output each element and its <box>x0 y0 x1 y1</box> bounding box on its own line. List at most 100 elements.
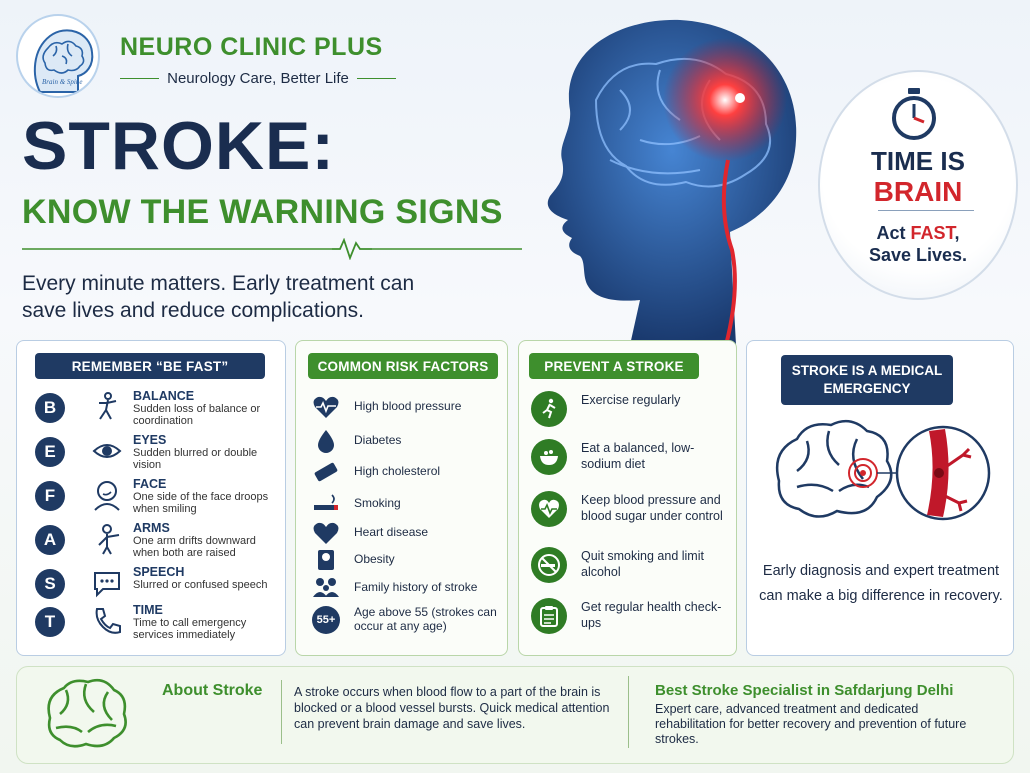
risk-text: Heart disease <box>354 525 429 539</box>
letter-badge: E <box>35 437 65 467</box>
letter-badge: S <box>35 569 65 599</box>
prevent-item: Exercise regularly <box>519 391 739 441</box>
clipboard-icon <box>531 598 567 634</box>
prevent-text: Quit smoking and limit alcohol <box>581 549 704 579</box>
act-fast-text: Act FAST, Save Lives. <box>818 222 1018 266</box>
brain-head-illustration <box>547 19 797 345</box>
time-is-label: TIME IS <box>871 146 965 176</box>
clinic-logo: Brain & Spine <box>16 14 100 98</box>
letter-badge: A <box>35 525 65 555</box>
tagline-rule <box>120 78 160 79</box>
item-text: Slurred or confused speech <box>133 579 268 591</box>
be-fast-item-face: F FACE One side of the face droops when … <box>17 477 287 521</box>
prevent-item: Quit smoking and limit alcohol <box>519 547 739 597</box>
emergency-text: Early diagnosis and expert treatment can… <box>759 563 1003 604</box>
item-text: Sudden loss of balance or coordination <box>133 403 261 427</box>
be-fast-item-eyes: E EYES Sudden blurred or double vision <box>17 433 287 477</box>
heart-monitor-icon <box>531 491 567 527</box>
item-heading: ARMS <box>133 521 170 535</box>
emergency-title: STROKE IS A MEDICAL EMERGENCY <box>781 355 953 405</box>
prevent-card: PREVENT A STROKE Exercise regularly Eat … <box>518 340 737 656</box>
item-heading: BALANCE <box>133 389 195 403</box>
item-heading: EYES <box>133 433 167 447</box>
prevent-text: Exercise regularly <box>581 393 681 407</box>
prevent-item: Keep blood pressure and blood sugar unde… <box>519 491 739 541</box>
page-title: STROKE: <box>22 108 335 184</box>
risk-item: High blood pressure <box>296 396 516 422</box>
drop-icon <box>318 430 334 453</box>
risk-item: 55+ Age above 55 (strokes can occur at a… <box>296 605 516 634</box>
pulse-line-icon <box>22 238 522 260</box>
prevent-text: Keep blood pressure and blood sugar unde… <box>581 493 723 523</box>
risk-text: High cholesterol <box>354 464 441 478</box>
letter-badge: T <box>35 607 65 637</box>
stopwatch-icon <box>892 88 936 140</box>
lead-text: Every minute matters. Early treatment ca… <box>22 272 415 322</box>
risk-item: Obesity <box>296 549 516 575</box>
balance-icon <box>99 392 117 420</box>
fast-label: FAST <box>910 223 955 243</box>
risk-item: Smoking <box>296 493 516 519</box>
item-heading: FACE <box>133 477 167 491</box>
risk-text: Diabetes <box>354 433 402 447</box>
about-title: About Stroke <box>162 682 263 699</box>
be-fast-item-speech: S SPEECH Slurred or confused speech <box>17 565 287 609</box>
be-fast-item-time: T TIME Time to call emergency services i… <box>17 603 287 647</box>
clinic-name: NEURO CLINIC PLUS <box>120 33 383 61</box>
item-text: One arm drifts downward when both are ra… <box>133 535 256 559</box>
item-text: Sudden blurred or double vision <box>133 447 258 471</box>
prevent-text: Eat a balanced, low-sodium diet <box>581 441 695 471</box>
risk-item: High cholesterol <box>296 461 516 487</box>
risk-factors-card: COMMON RISK FACTORS High blood pressure … <box>295 340 508 656</box>
arm-icon <box>98 524 120 555</box>
tagline-rule <box>356 78 397 79</box>
face-icon <box>94 481 120 511</box>
risk-text: Family history of stroke <box>354 580 478 594</box>
no-smoking-icon <box>531 547 567 583</box>
cholesterol-icon <box>314 462 338 482</box>
footer-panel <box>16 666 1014 764</box>
divider <box>628 676 629 748</box>
tagline-row: Neurology Care, Better Life <box>120 70 397 87</box>
brain-clot-icon <box>775 419 991 521</box>
prevent-title: PREVENT A STROKE <box>529 353 699 379</box>
specialist-title: Best Stroke Specialist in Safdarjung Del… <box>655 682 954 699</box>
letter-badge: B <box>35 393 65 423</box>
brain-outline-icon <box>47 678 127 748</box>
be-fast-card: REMEMBER “BE FAST” B BALANCE Sudden loss… <box>16 340 286 656</box>
risk-item: Heart disease <box>296 522 516 548</box>
about-text: A stroke occurs when blood flow to a par… <box>294 685 610 731</box>
specialist-text: Expert care, advanced treatment and dedi… <box>655 702 967 746</box>
prevent-text: Get regular health check-ups <box>581 600 722 630</box>
family-icon <box>313 578 339 597</box>
be-fast-item-balance: B BALANCE Sudden loss of balance or coor… <box>17 389 287 433</box>
risk-text: Obesity <box>354 552 395 566</box>
risk-item: Family history of stroke <box>296 577 516 603</box>
divider <box>878 210 974 211</box>
heart-pulse-icon <box>313 396 339 418</box>
item-text: Time to call emergency services immediat… <box>133 617 247 641</box>
brain-label: BRAIN <box>873 176 963 207</box>
risk-text: Age above 55 (strokes can occur at any a… <box>354 605 497 633</box>
be-fast-title: REMEMBER “BE FAST” <box>35 353 265 379</box>
logo-text: Brain & Spine <box>42 78 82 86</box>
bowl-icon <box>531 439 567 475</box>
age-badge: 55+ <box>312 606 340 634</box>
divider <box>281 680 282 744</box>
cigarette-icon <box>314 494 338 510</box>
tagline: Neurology Care, Better Life <box>167 70 349 87</box>
act-punct: , <box>954 223 960 243</box>
prevent-item: Eat a balanced, low-sodium diet <box>519 439 739 489</box>
letter-badge: F <box>35 481 65 511</box>
act-label: Act <box>876 223 911 243</box>
risk-text: Smoking <box>354 496 401 510</box>
head-brain-logo-icon: Brain & Spine <box>33 29 94 93</box>
heart-icon <box>313 522 339 544</box>
risk-factors-title: COMMON RISK FACTORS <box>308 353 498 379</box>
risk-item: Diabetes <box>296 430 516 456</box>
scale-icon <box>318 550 334 570</box>
speech-bubble-icon <box>94 572 120 598</box>
risk-text: High blood pressure <box>354 399 462 413</box>
prevent-item: Get regular health check-ups <box>519 598 739 648</box>
be-fast-item-arms: A ARMS One arm drifts downward when both… <box>17 521 287 565</box>
